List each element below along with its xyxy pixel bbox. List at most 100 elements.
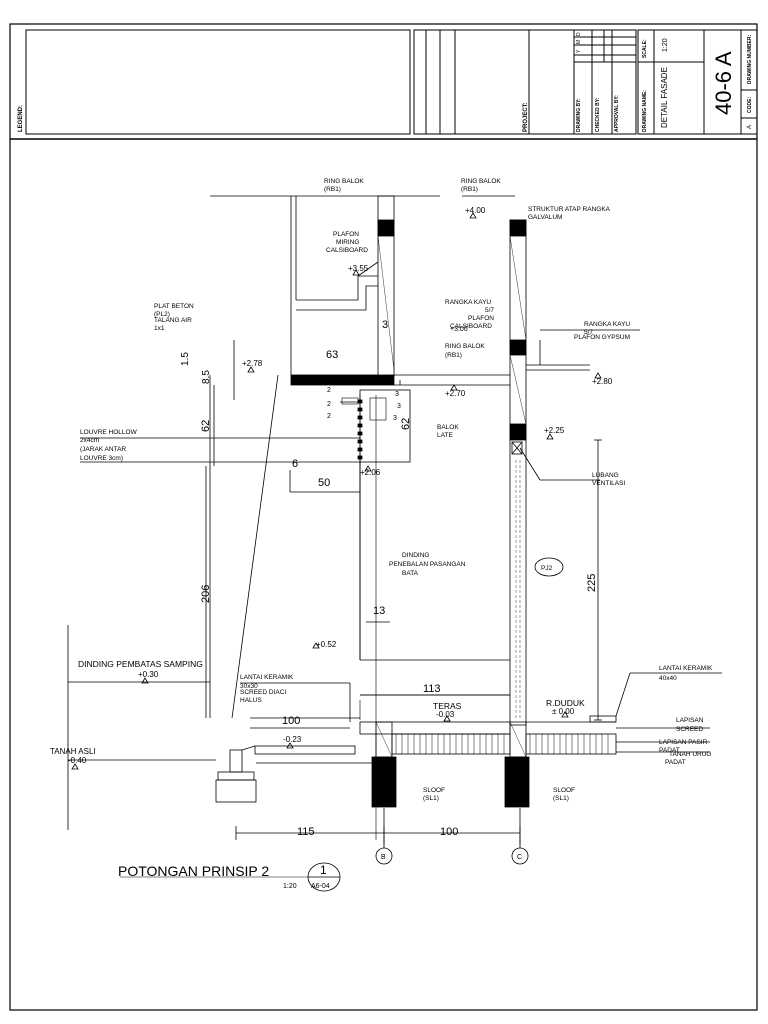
louvre-spacing-2: LOUVRE 3cm) xyxy=(80,455,123,462)
dimensions: 1.5 8.5 62 206 63 3 62 6 50 13 113 100 2… xyxy=(180,319,598,838)
balok-late-label: BALOK xyxy=(437,424,459,431)
section-geometry xyxy=(67,195,722,892)
ring-balok-label-3: RING BALOK xyxy=(445,343,485,350)
dim-13: 13 xyxy=(373,605,385,617)
rduduk-label: R.DUDUK xyxy=(546,698,585,708)
dim-100-bottom: 100 xyxy=(440,826,458,838)
elevation-306: +3.06 xyxy=(450,326,468,333)
elevation-355: +3.55 xyxy=(348,264,369,273)
fx1-label: 1x1 xyxy=(154,325,165,332)
sheet-border xyxy=(9,23,758,1011)
dinding-label: DINDING xyxy=(402,552,429,559)
lubang-ventilasi-label: LUBANG xyxy=(592,472,619,479)
dim-2-c: 2 xyxy=(327,413,331,420)
sloof-label-2: SLOOF xyxy=(553,787,575,794)
code-value: A xyxy=(747,125,753,129)
rangka-kayu-size-2: 5/7 xyxy=(584,329,593,336)
dim-1-5: 1.5 xyxy=(180,352,191,366)
section-scale: 1:20 xyxy=(283,883,297,890)
dmy-y: Y xyxy=(576,49,582,53)
ring-balok-label-2: RING BALOK xyxy=(461,178,501,185)
annotations: RING BALOK (RB1) RING BALOK (RB1) +4.00 … xyxy=(50,178,713,802)
elevation-270: +2.70 xyxy=(445,389,466,398)
rb1-label-3: (RB1) xyxy=(445,352,462,359)
sl1-label-2: (SL1) xyxy=(553,795,569,802)
louvre-label: LOUVRE HOLLOW xyxy=(80,429,138,436)
title-block: LEGEND: PROJECT: DRAWING BY: CHECKED BY:… xyxy=(10,29,758,140)
lapisan-screed-label: LAPISAN xyxy=(676,717,704,724)
dim-3-b: 3 xyxy=(395,391,399,398)
project-label: PROJECT: xyxy=(523,102,529,132)
lantai-keramik-label-1: LANTAI KERAMIK xyxy=(240,674,294,681)
dim-62-right: 62 xyxy=(400,418,412,430)
drawing-number: 40-6 A xyxy=(711,51,736,115)
drawn-by-label: DRAWING BY: xyxy=(576,98,582,132)
lapisan-pasir-label-2: PADAT xyxy=(659,747,680,754)
dim-50: 50 xyxy=(318,477,330,489)
dim-2-b: 2 xyxy=(327,401,331,408)
teras-label: TERAS xyxy=(433,701,462,711)
lapisan-screed-label-2: SCREED xyxy=(676,726,703,733)
elevation-030: +0.30 xyxy=(138,670,159,679)
screed-diaci-label: SCREED DIACI xyxy=(240,689,286,696)
drawing-name: DETAIL FASADE xyxy=(660,67,669,128)
pj2-label: PJ2 xyxy=(541,565,553,572)
elevation-000: ± 0.00 xyxy=(552,707,575,716)
louvre-slats xyxy=(340,397,387,460)
dim-2-a: 2 xyxy=(327,387,331,394)
section-number: 1 xyxy=(320,863,327,877)
dim-3-c: 3 xyxy=(397,403,401,410)
dim-113: 113 xyxy=(423,683,441,695)
plafon-label-1: PLAFON xyxy=(468,315,494,322)
approval-by-label: APPROVAL BY: xyxy=(614,95,620,132)
elevation-052: +0.52 xyxy=(316,640,337,649)
plafon-miring-label-2: MIRING xyxy=(336,239,359,246)
sl1-label-1: (SL1) xyxy=(423,795,439,802)
section-title: POTONGAN PRINSIP 2 1 1:20 A6-04 xyxy=(118,863,330,890)
dmy-d: D xyxy=(576,32,582,36)
plafon-gypsum-label: PLAFON GYPSUM xyxy=(574,334,630,341)
elevation-280: +2.80 xyxy=(592,377,613,386)
tanah-urug-label-2: PADAT xyxy=(665,759,686,766)
tanah-asli-label: TANAH ASLI xyxy=(50,747,96,756)
dinding-label-3: BATA xyxy=(402,570,419,577)
code-label: CODE: xyxy=(747,97,753,113)
dim-115: 115 xyxy=(297,826,315,838)
section-ref: A6-04 xyxy=(311,883,330,890)
dim-62-left: 62 xyxy=(200,420,212,432)
lantai-keramik-size-1: 30x30 xyxy=(240,683,258,690)
soil-hatch xyxy=(395,734,609,754)
calsiboard-label-2: CALSIBOARD xyxy=(450,323,492,330)
elevation-278: +2.78 xyxy=(242,359,263,368)
galvalum-label: GALVALUM xyxy=(528,214,562,221)
scale-value: 1:20 xyxy=(662,38,669,52)
dinding-pembatas-label: DINDING PEMBATAS SAMPING xyxy=(78,659,203,669)
scale-label: SCALE: xyxy=(642,39,648,58)
dim-6: 6 xyxy=(292,458,298,470)
grid-c: C xyxy=(517,854,522,861)
lantai-keramik-label-2: LANTAI KERAMIK xyxy=(659,665,713,672)
tanah-urug-label: TANAH URUG xyxy=(669,751,712,758)
rb1-label-2: (RB1) xyxy=(461,186,478,193)
dim-8-5: 8.5 xyxy=(201,370,212,384)
lapisan-pasir-label: LAPISAN PASIR xyxy=(659,739,708,746)
lantai-keramik-size-2: 40x40 xyxy=(659,675,677,682)
dim-100-left: 100 xyxy=(282,715,300,727)
drawing-number-label: DRAWING NUMBER: xyxy=(747,35,753,84)
plat-beton-label: PLAT BETON xyxy=(154,303,194,310)
louvre-spacing: (JARAK ANTAR xyxy=(80,446,126,453)
balok-late-label-2: LATE xyxy=(437,432,453,439)
louvre-size: 2x4cm xyxy=(80,437,99,444)
rangka-kayu-label-2: RANGKA KAYU xyxy=(584,321,630,328)
grid-b: B xyxy=(381,854,386,861)
dim-63: 63 xyxy=(326,349,338,361)
calsiboard-label: CALSIBOARD xyxy=(326,247,368,254)
elevation-400: +4.00 xyxy=(465,206,486,215)
elevation-040: -0.40 xyxy=(68,756,87,765)
dim-3-top: 3 xyxy=(382,319,388,331)
ring-balok-label-1: RING BALOK xyxy=(324,178,364,185)
rangka-kayu-label-1: RANGKA KAYU xyxy=(445,299,491,306)
sloof-label-1: SLOOF xyxy=(423,787,445,794)
lubang-ventilasi-label-2: VENTILASI xyxy=(592,480,625,487)
